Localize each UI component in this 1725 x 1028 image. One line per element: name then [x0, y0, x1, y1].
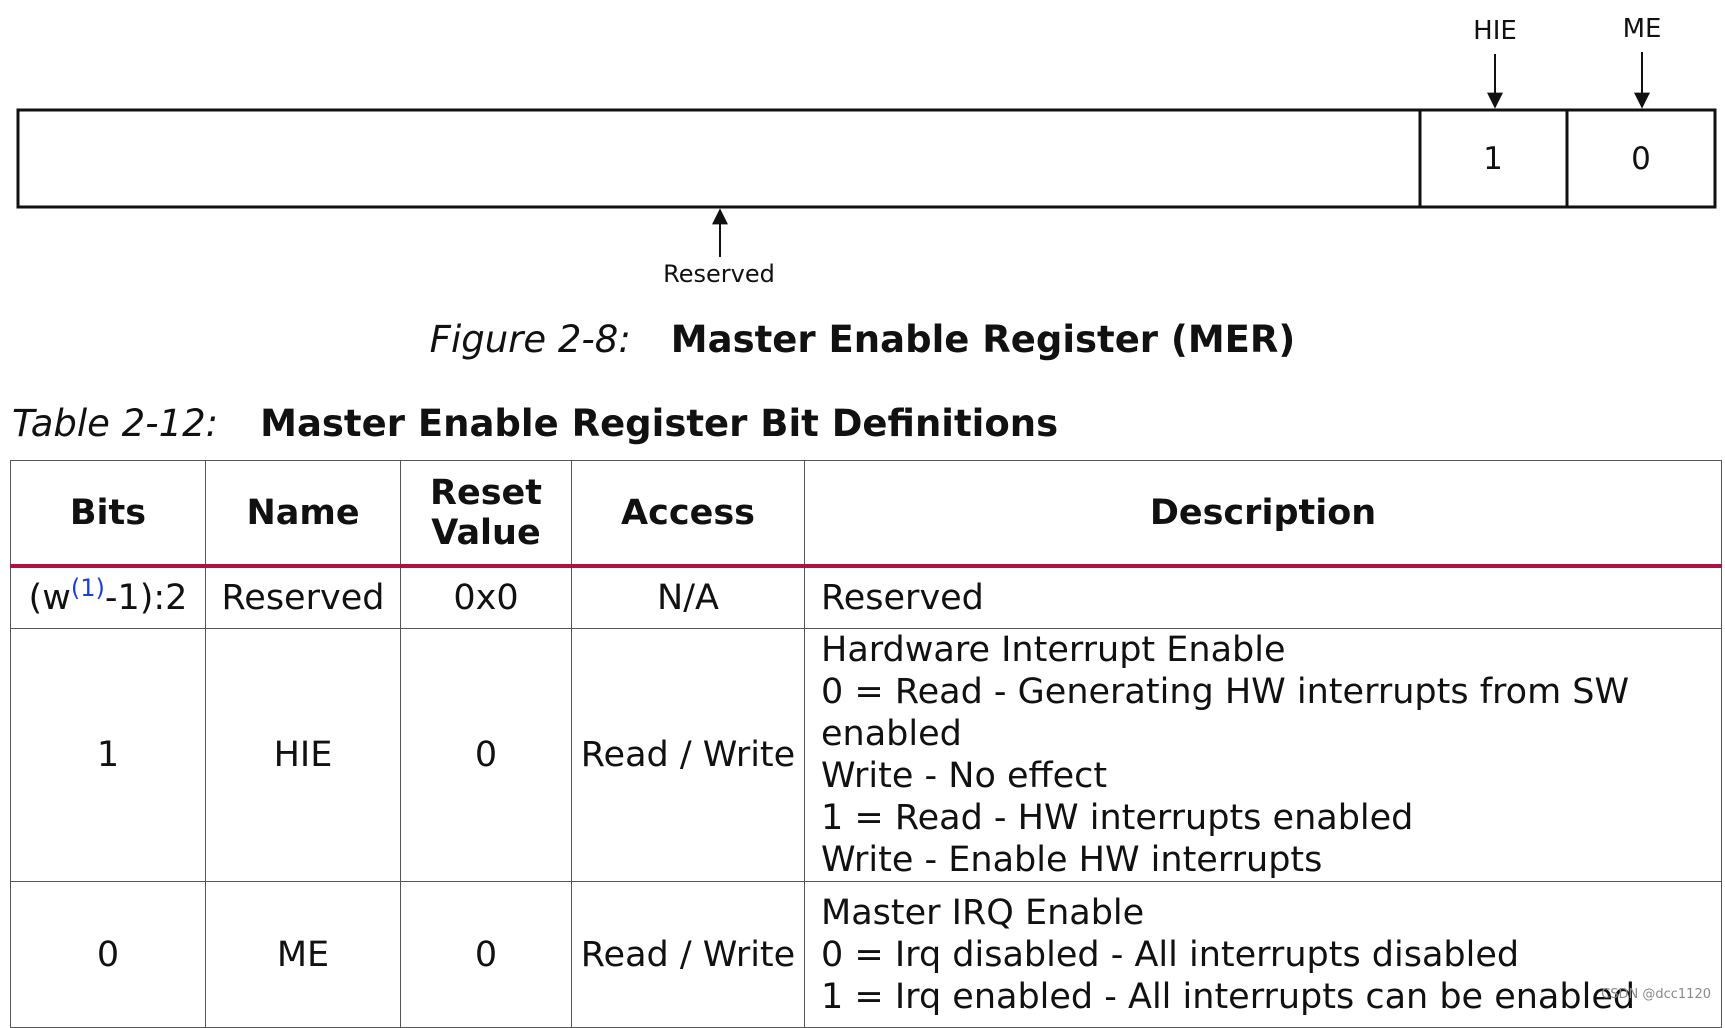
watermark: CSDN @dcc1120 — [1601, 987, 1711, 1002]
cell-description: Reserved — [804, 565, 1722, 629]
figure-caption-title: Master Enable Register (MER) — [670, 318, 1296, 361]
description-line: Reserved — [821, 578, 984, 618]
description-line: 1 = Irq enabled - All interrupts can be … — [821, 976, 1636, 1017]
figure-caption: Figure 2-8: Master Enable Register (MER) — [0, 318, 1725, 361]
table-row: 0 ME 0 Read / Write Master IRQ Enable 0 … — [10, 881, 1722, 1028]
me-bit-number: 0 — [1631, 141, 1651, 177]
cell-access: Read / Write — [571, 628, 805, 882]
header-name: Name — [205, 460, 401, 568]
reserved-field-label: Reserved — [663, 260, 775, 288]
cell-reset: 0 — [400, 881, 572, 1028]
cell-bits: (w(1)-1):2 — [10, 565, 206, 629]
header-bits: Bits — [10, 460, 206, 568]
description-line: 0 = Irq disabled - All interrupts disabl… — [821, 934, 1520, 975]
cell-reset: 0x0 — [400, 565, 572, 629]
table-caption-label: Table 2-12: — [12, 402, 219, 445]
header-reset-line1: Reset — [430, 472, 542, 513]
cell-access: N/A — [571, 565, 805, 629]
hie-bit-number: 1 — [1483, 141, 1503, 177]
table-caption-title: Master Enable Register Bit Definitions — [260, 402, 1059, 445]
header-reset-value: Reset Value — [400, 460, 572, 568]
bits-suffix: -1):2 — [104, 578, 188, 618]
cell-access: Read / Write — [571, 881, 805, 1028]
cell-reset: 0 — [400, 628, 572, 882]
hie-field-label: HIE — [1473, 16, 1517, 46]
description-line: 0 = Read - Generating HW interrupts from… — [821, 672, 1630, 754]
figure-caption-label: Figure 2-8: — [429, 318, 631, 361]
cell-name: HIE — [205, 628, 401, 882]
cell-description: Hardware Interrupt Enable 0 = Read - Gen… — [804, 628, 1722, 882]
cell-bits: 0 — [10, 881, 206, 1028]
cell-name: Reserved — [205, 565, 401, 629]
description-line: Write - No effect — [821, 756, 1108, 796]
bit-definitions-table: Bits Name Reset Value Access Description… — [10, 460, 1722, 1028]
register-diagram: 1 0 HIE ME Reserved — [16, 14, 1717, 288]
bits-prefix: (w — [28, 578, 71, 618]
register-box — [16, 108, 1717, 209]
table-header-row: Bits Name Reset Value Access Description — [10, 460, 1722, 568]
description-line: Hardware Interrupt Enable — [821, 630, 1286, 670]
table-caption: Table 2-12: Master Enable Register Bit De… — [12, 402, 1058, 445]
me-field-label: ME — [1623, 14, 1662, 44]
header-description: Description — [804, 460, 1722, 568]
table-row: (w(1)-1):2 Reserved 0x0 N/A Reserved — [10, 565, 1722, 629]
footnote-link[interactable]: (1) — [70, 574, 105, 602]
cell-name: ME — [205, 881, 401, 1028]
description-line: Write - Enable HW interrupts — [821, 840, 1323, 880]
cell-description: Master IRQ Enable 0 = Irq disabled - All… — [804, 881, 1722, 1028]
table-row: 1 HIE 0 Read / Write Hardware Interrupt … — [10, 628, 1722, 882]
description-line: Master IRQ Enable — [821, 892, 1145, 933]
cell-bits: 1 — [10, 628, 206, 882]
description-line: 1 = Read - HW interrupts enabled — [821, 798, 1414, 838]
header-access: Access — [571, 460, 805, 568]
header-reset-line2: Value — [431, 512, 541, 553]
